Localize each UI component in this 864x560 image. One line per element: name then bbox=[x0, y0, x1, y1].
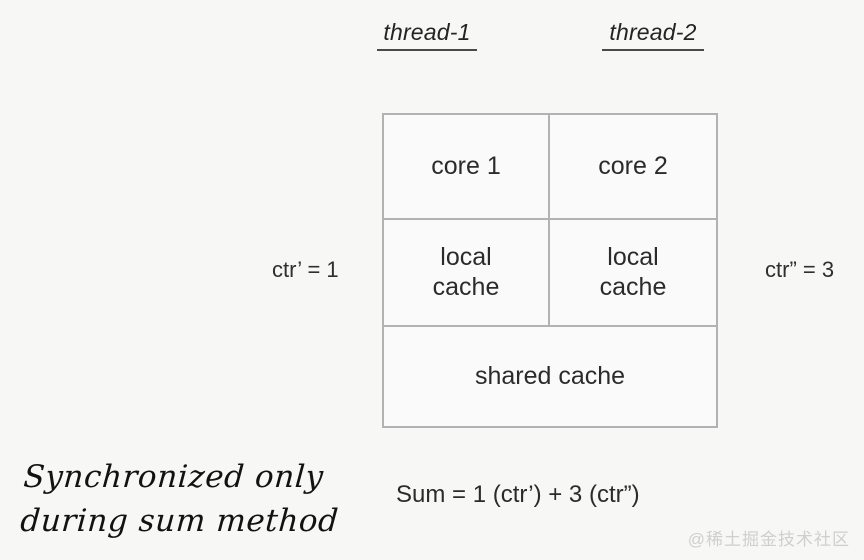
cores-row: core 1 core 2 bbox=[384, 115, 716, 218]
local-caches-row: local cache local cache bbox=[384, 218, 716, 327]
thread-1-label: thread-1 bbox=[377, 19, 477, 51]
sum-formula: Sum = 1 (ctr’) + 3 (ctr”) bbox=[396, 481, 640, 508]
thread-2-label: thread-2 bbox=[602, 19, 704, 51]
local-cache-2-cell: local cache bbox=[599, 243, 667, 301]
handwritten-annotation: Synchronized only during sum method bbox=[19, 459, 340, 540]
watermark: @稀土掘金技术社区 bbox=[687, 530, 850, 549]
local-cache-1-cell: local cache bbox=[384, 220, 550, 325]
cpu-architecture-box: core 1 core 2 local cache local cache sh… bbox=[382, 113, 718, 428]
shared-cache-row: shared cache bbox=[384, 327, 716, 426]
counter-right-label: ctr” = 3 bbox=[765, 257, 835, 282]
counter-left-label: ctr’ = 1 bbox=[272, 257, 339, 282]
core-2-cell: core 2 bbox=[598, 151, 668, 180]
core-1-cell: core 1 bbox=[384, 115, 550, 218]
shared-cache-cell: shared cache bbox=[474, 361, 626, 390]
